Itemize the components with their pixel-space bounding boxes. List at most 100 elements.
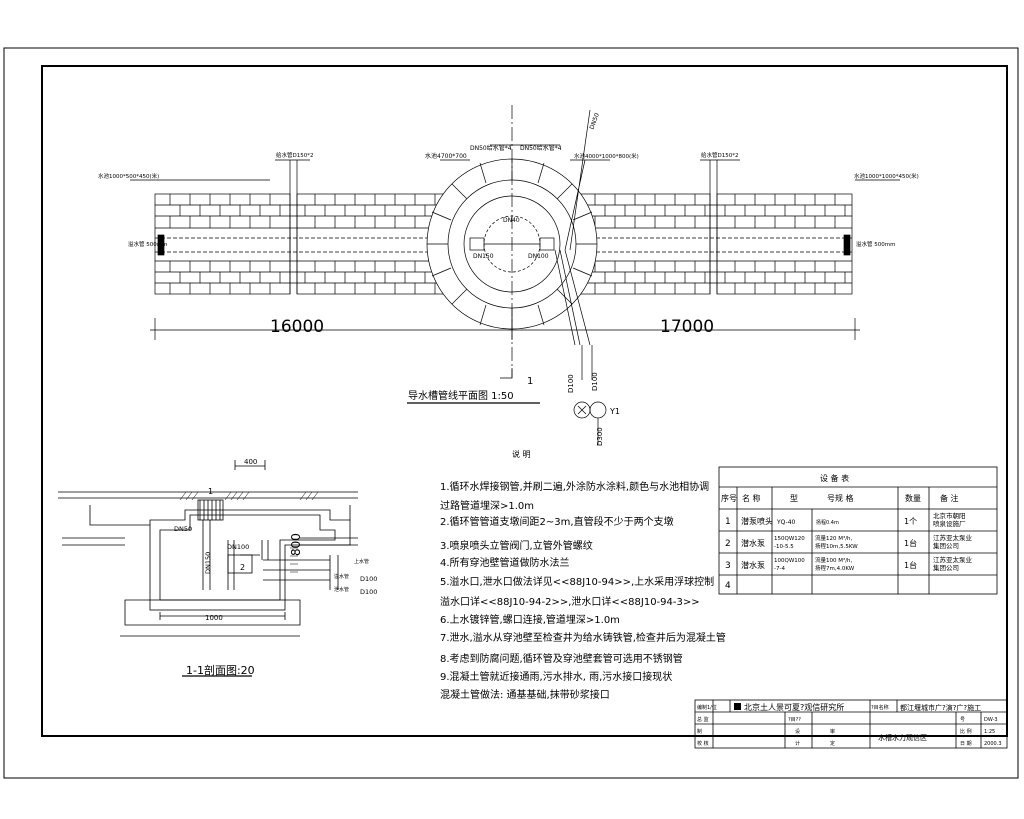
label-d100a: D100 — [567, 374, 575, 393]
section-title: 1-1剖面图:20 — [186, 663, 255, 677]
eq-header-spec: 号规 格 — [827, 493, 854, 503]
inner-border — [41, 65, 1008, 737]
tb-c2: 设 — [795, 728, 800, 735]
label-circle-size: 水池4700*700 — [425, 152, 467, 160]
eq-row-no: 1 — [725, 517, 731, 527]
section-label-a: 上水管 — [354, 558, 369, 565]
notes-list: 1.循环水焊接钢管,并刷二遍,外涂防水涂料,颜色与水池相协调 过路管道埋深>1.… — [440, 480, 726, 701]
section-cut-mark — [500, 368, 513, 379]
note-line: 混凝土管做法: 通基基础,抹带砂浆接口 — [440, 688, 610, 701]
eq-row-name: 潜泵喷头 — [741, 516, 773, 526]
note-line: 2.循环管管道支墩间距2~3m,直管段不少于两个支墩 — [440, 515, 674, 528]
outer-border — [3, 47, 1019, 779]
equipment-table-title: 设 备 表 — [820, 473, 849, 483]
label-pipe-left: 给水管D150*2 — [276, 151, 313, 159]
pump-pipes — [554, 109, 593, 380]
eq-row-note: 北京市朝阳喷泉设施厂 — [933, 511, 966, 528]
section-mark: 1 — [527, 376, 533, 387]
channel-right — [577, 193, 853, 295]
tb-r4: 校 核 — [697, 740, 709, 747]
eq-row-name: 潜水泵 — [741, 560, 765, 570]
eq-header-name: 名 称 — [742, 493, 761, 503]
eq-row-spec: 流量120 M³/h,扬程10m,5.5KW — [815, 534, 858, 550]
eq-header-model: 型 — [790, 494, 798, 503]
note-line: 9.混凝土管就近接通雨,污水排水, 雨,污水接口接现状 — [440, 670, 672, 683]
tb-date-label: 日 期 — [960, 741, 972, 747]
section-dn150: DN150 — [204, 552, 212, 574]
label-pool-left: 水池1000*500*450(米) — [98, 172, 159, 180]
tb-r2: 总 监 — [697, 716, 709, 723]
plan-title: 导水槽管线平面图 1:50 — [408, 389, 514, 402]
tb-institute: 北京土人景可夏?观信研究所 — [744, 702, 844, 712]
tb-no-label: 号 — [960, 717, 965, 723]
section-label-b: 溢水管 — [334, 573, 349, 580]
tb-c5: 定 — [830, 740, 835, 747]
eq-header-note: 备 注 — [940, 493, 959, 503]
label-end-left: 溢水管 500mm — [128, 240, 167, 248]
section-view — [58, 460, 358, 677]
plan-dimension-line — [150, 318, 860, 340]
eq-row-qty: 1台 — [904, 560, 917, 570]
tb-c1: ?目?? — [788, 717, 801, 723]
label-dn40: DN40 — [503, 217, 520, 224]
dim-17000: 17000 — [660, 317, 714, 337]
tb-project: 都江堰城市广?演?广?施工 — [900, 703, 981, 712]
section-800: 800 — [289, 533, 303, 556]
leader-lines — [289, 160, 718, 294]
label-dn100: DN100 — [528, 253, 549, 260]
label-d300: D300 — [596, 427, 604, 446]
label-dn50-right: DN50给水管*4 — [520, 144, 562, 152]
section-dn50: DN50 — [174, 525, 192, 533]
label-d100b: D100 — [591, 372, 599, 391]
tb-c4: 审 — [830, 728, 835, 735]
note-line: 3.喷泉喷头立管阀门,立管外管螺纹 — [440, 539, 593, 552]
section-label-c: 泄水管 — [334, 586, 349, 593]
label-underlines — [130, 144, 900, 181]
pump-y1-symbol — [589, 401, 607, 419]
eq-row-no: 4 — [725, 581, 731, 591]
eq-row-no: 2 — [725, 539, 731, 549]
dim-1000: 1000 — [205, 614, 223, 622]
equipment-rows: 1 潜泵喷头 YQ-40 扬程0.4m 1个 2 潜水泵 1台 3 潜水泵 1台… — [725, 516, 917, 591]
eq-row-spec: 扬程0.4m — [816, 519, 839, 526]
eq-row-note: 江苏亚太泵业集团公司 — [933, 533, 973, 550]
note-line: 5.溢水口,泄水口做法详见<<88J10-94>>,上水采用浮球控制 — [440, 575, 714, 588]
dim-400: 400 — [244, 458, 257, 466]
label-end-right: 溢水管 500mm — [856, 240, 895, 248]
tb-no-value: DW-3 — [984, 717, 998, 723]
eq-row-model: YQ-40 — [776, 519, 796, 526]
note-line: 1.循环水焊接钢管,并刷二遍,外涂防水涂料,颜色与水池相协调 — [440, 480, 709, 493]
eq-row-spec: 流量100 M³/h,扬程7m,4.0KW — [815, 556, 855, 572]
tb-date-value: 2000.3 — [984, 741, 1002, 747]
eq-row-qty: 1台 — [904, 538, 917, 548]
eq-row-model: 100QW100-7-4 — [774, 558, 805, 572]
label-circle-pool: 水池4000*1000*800(米) — [574, 152, 639, 160]
label-dn50-left: DN50给水管*4 — [470, 144, 512, 152]
eq-row-no: 3 — [725, 561, 731, 571]
note-line: 过路管道埋深>1.0m — [440, 499, 534, 512]
tb-project-label: ?目名称 — [871, 704, 889, 711]
note-line: 溢水口详<<88J10-94-2>>,泄水口详<<88J10-94-3>> — [440, 595, 700, 608]
institute-logo — [734, 703, 741, 710]
note-line: 7.泄水,溢水从穿池壁至检查井为给水铸铁管,检查井后为混凝土管 — [440, 631, 726, 644]
notes-heading: 说 明 — [512, 449, 531, 459]
tb-scale-value: 1:25 — [984, 729, 995, 735]
note-line: 4.所有穿池壁管道做防水法兰 — [440, 556, 570, 569]
section-d100a: D100 — [360, 575, 377, 583]
section-dn100: DN100 — [227, 543, 249, 551]
section-marker-1: 1 — [208, 487, 213, 496]
eq-row-name: 潜水泵 — [741, 538, 765, 548]
section-d100b: D100 — [360, 588, 377, 596]
label-dn150: DN150 — [473, 253, 494, 260]
tb-c3: 计 — [795, 740, 800, 747]
title-block — [694, 699, 1008, 749]
note-line: 6.上水镀锌管,螺口连接,管道埋深>1.0m — [440, 613, 620, 626]
tb-drawing: 水槽水力观信区 — [878, 733, 927, 742]
label-pump-y1: Y1 — [609, 407, 620, 416]
channel-left — [154, 193, 448, 295]
eq-row-model: 150QW120-10-5.5 — [774, 536, 805, 550]
plan-view — [130, 105, 900, 445]
eq-header-no: 序号 — [721, 493, 737, 503]
